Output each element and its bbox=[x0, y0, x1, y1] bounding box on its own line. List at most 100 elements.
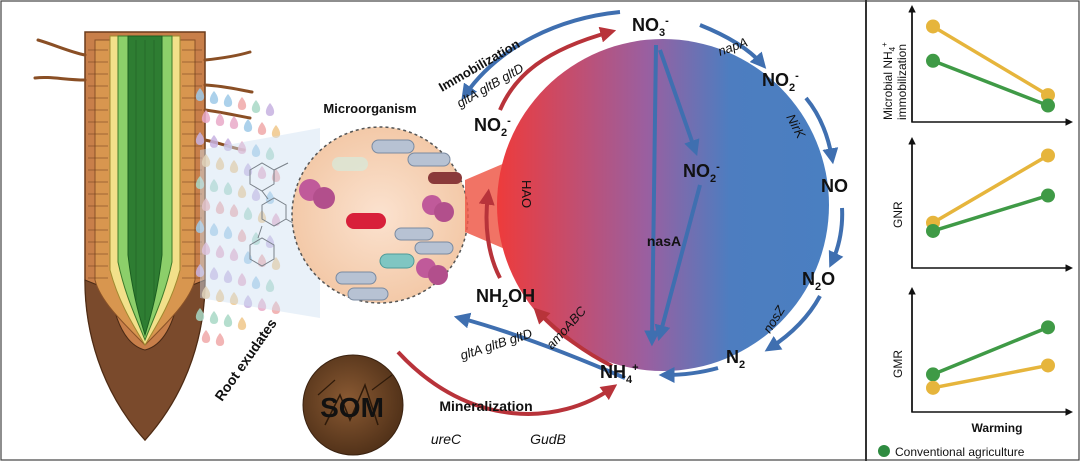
exudate-droplet bbox=[243, 207, 253, 220]
exudate-droplet bbox=[223, 226, 233, 239]
nitrogen-cycle-circle bbox=[497, 39, 829, 371]
root-illustration bbox=[33, 31, 254, 442]
exudate-droplet bbox=[257, 254, 267, 267]
root-exudates-label: Root exudates bbox=[211, 315, 280, 403]
panel-2-series-1-point-2 bbox=[1041, 148, 1055, 163]
panel-3-series-2-point-1 bbox=[926, 380, 940, 395]
panel-1-series-2-point-1 bbox=[926, 53, 940, 68]
x-axis-label: Warming bbox=[972, 421, 1023, 435]
exudate-droplet bbox=[271, 125, 281, 138]
exudate-droplet bbox=[215, 113, 225, 126]
panel-3-ylabel: GMR bbox=[891, 350, 905, 378]
exudate-droplet bbox=[215, 333, 225, 346]
n2o-species: N2O bbox=[802, 269, 835, 293]
exudate-droplet bbox=[265, 279, 275, 292]
exudate-droplet bbox=[209, 179, 219, 192]
exudate-droplet bbox=[195, 220, 205, 233]
nasA-pathway-arrows bbox=[644, 44, 702, 347]
exudate-droplet bbox=[251, 276, 261, 289]
exudate-droplet bbox=[251, 188, 261, 201]
nasA-gene-label: nasA bbox=[647, 233, 681, 249]
exudate-droplet bbox=[215, 245, 225, 258]
panel-2-ylabel: GNR bbox=[891, 201, 905, 228]
no2-species: NO2- bbox=[762, 70, 799, 94]
som-label: SOM bbox=[320, 392, 384, 423]
exudate-droplet bbox=[265, 235, 275, 248]
exudate-droplet bbox=[223, 94, 233, 107]
microorganism-label: Microorganism bbox=[323, 101, 416, 116]
panel-3-series-2-line bbox=[932, 363, 1049, 390]
exudate-droplet bbox=[237, 141, 247, 154]
exudate-droplet bbox=[209, 135, 219, 148]
panel-1-series-2-line bbox=[932, 59, 1049, 108]
panel-3-series-1-line bbox=[932, 325, 1049, 377]
panel-2-series-1-line bbox=[932, 153, 1049, 225]
exudate-droplet bbox=[265, 147, 275, 160]
nh4-species: NH4+ bbox=[600, 362, 639, 386]
exudate-droplet bbox=[237, 273, 247, 286]
panel-3-series-1-point-1 bbox=[926, 367, 940, 382]
ureC-gene-label: ureC bbox=[431, 431, 462, 447]
exudate-droplet bbox=[209, 267, 219, 280]
molecule-structures bbox=[249, 162, 299, 267]
no2-left-species: NO2- bbox=[474, 115, 511, 139]
exudate-droplet bbox=[251, 232, 261, 245]
exudate-droplet bbox=[223, 270, 233, 283]
panel-1-series-2-point-2 bbox=[1041, 98, 1055, 113]
exudate-droplet bbox=[201, 286, 211, 299]
exudate-droplet bbox=[243, 295, 253, 308]
microorganism-bubble bbox=[291, 126, 469, 304]
panel-2-series-2-line bbox=[932, 193, 1049, 233]
glt-genes-bottom: gltA gltB gltD bbox=[458, 326, 534, 363]
callout-cone bbox=[200, 128, 320, 318]
panel-1-series-1-line bbox=[932, 24, 1049, 97]
exudate-droplet bbox=[215, 201, 225, 214]
panel-1-ylabel-line2: immobilization bbox=[895, 44, 909, 120]
exudate-droplet bbox=[209, 311, 219, 324]
root-exudate-droplets bbox=[195, 88, 281, 346]
n2-species: N2 bbox=[726, 347, 745, 371]
no2-inner-species: NO2- bbox=[683, 161, 720, 185]
exudate-droplet bbox=[251, 100, 261, 113]
exudate-droplet bbox=[229, 116, 239, 129]
panel-1-ylabel-line1: Microbial NH4+ bbox=[880, 42, 897, 120]
exudate-droplet bbox=[223, 182, 233, 195]
exudate-droplet bbox=[201, 330, 211, 343]
panel-3-series-2-point-2 bbox=[1041, 358, 1055, 373]
exudate-droplet bbox=[237, 185, 247, 198]
panel-1-series-1-point-1 bbox=[926, 19, 940, 34]
exudate-droplet bbox=[251, 144, 261, 157]
exudate-droplet bbox=[195, 132, 205, 145]
exudate-droplet bbox=[265, 103, 275, 116]
exudate-droplet bbox=[257, 298, 267, 311]
exudate-droplet bbox=[265, 191, 275, 204]
exudate-droplet bbox=[229, 292, 239, 305]
exudate-droplet bbox=[195, 88, 205, 101]
exudate-droplet bbox=[229, 204, 239, 217]
exudate-droplet bbox=[223, 138, 233, 151]
exudate-droplet bbox=[201, 154, 211, 167]
no-species: NO bbox=[821, 176, 848, 196]
exudate-droplet bbox=[229, 160, 239, 173]
legend-label: Conventional agriculture bbox=[895, 445, 1025, 459]
exudate-droplet bbox=[271, 213, 281, 226]
exudate-droplet bbox=[201, 198, 211, 211]
exudate-droplet bbox=[209, 91, 219, 104]
exudate-droplet bbox=[237, 97, 247, 110]
exudate-droplet bbox=[215, 157, 225, 170]
exudate-droplet bbox=[237, 229, 247, 242]
panel-3-series-1-point-2 bbox=[1041, 320, 1055, 335]
exudate-droplet bbox=[195, 264, 205, 277]
exudate-droplet bbox=[195, 308, 205, 321]
exudate-droplet bbox=[209, 223, 219, 236]
cycle-arrows bbox=[396, 10, 845, 416]
nh2oh-species: NH2OH bbox=[476, 286, 535, 310]
mineralization-label: Mineralization bbox=[439, 398, 532, 414]
gudB-gene-label: GudB bbox=[530, 431, 566, 447]
exudate-droplet bbox=[237, 317, 247, 330]
hao-gene-label: HAO bbox=[519, 180, 534, 208]
exudate-droplet bbox=[257, 122, 267, 135]
